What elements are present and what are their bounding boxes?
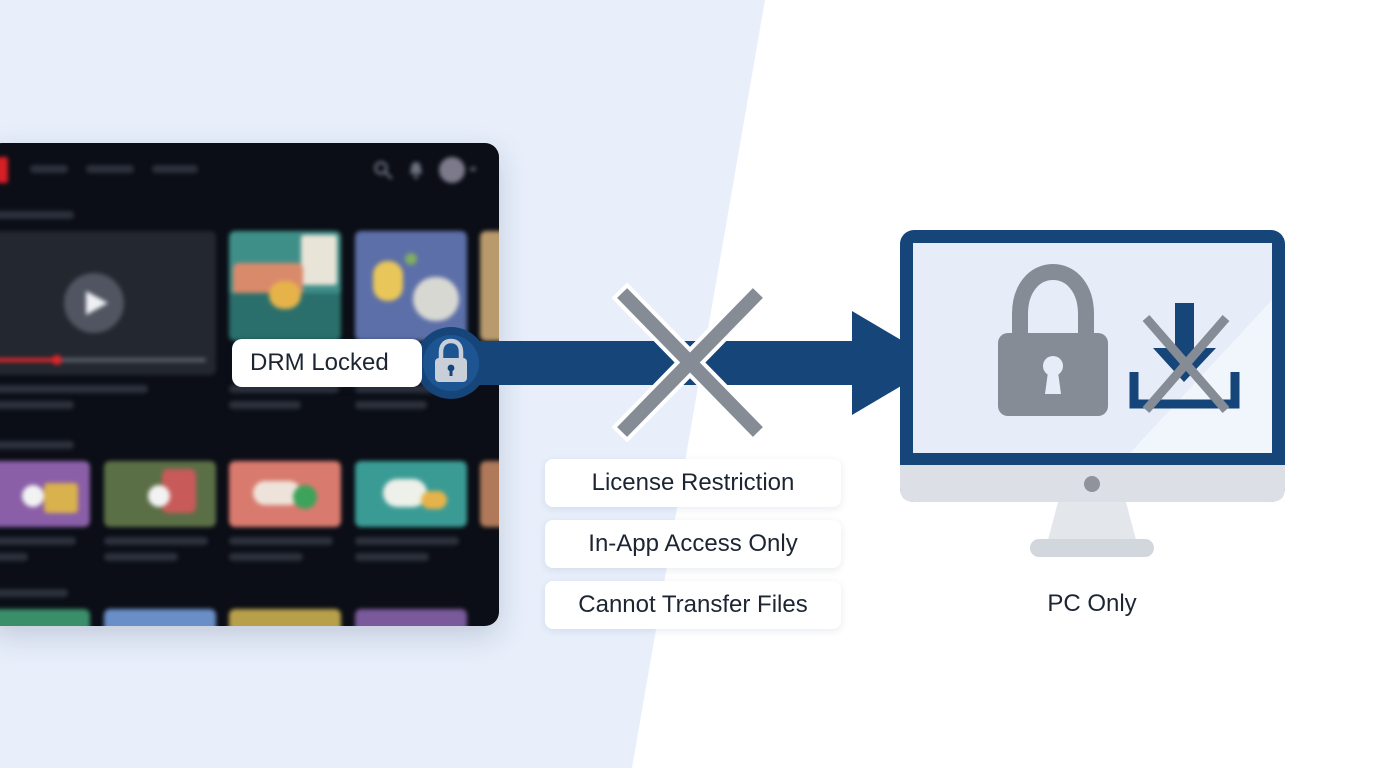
thumbnail [104,461,216,527]
restriction-text: In-App Access Only [588,530,798,557]
screen-lock-icon [998,263,1108,416]
avatar [439,157,465,183]
thumbnail [480,231,499,341]
caption-line [0,385,148,393]
blocked-download-icon [1129,303,1240,413]
brand-logo [0,157,8,183]
thumbnail [229,461,341,527]
caption-line [229,401,301,409]
caption-line [0,401,74,409]
nav-link [30,165,68,173]
padlock-icon [415,327,487,399]
drm-locked-label: DRM Locked [232,339,422,387]
row-title [0,211,74,219]
play-triangle [86,291,108,315]
nav-link [152,165,198,173]
thumbnail [480,461,499,527]
drm-locked-text: DRM Locked [250,349,389,376]
caption-line [0,553,28,561]
arrow-right-icon [852,311,940,415]
blocked-cross-icon [611,282,769,443]
caption-line [355,401,427,409]
restriction-label: License Restriction [545,459,841,507]
thumbnail [229,231,341,341]
restriction-text: Cannot Transfer Files [578,591,808,618]
caption-line [355,385,465,393]
caption-line [355,537,459,545]
thumbnail [229,609,341,626]
caption-line [229,385,339,393]
thumbnail [0,461,90,527]
caption-line [229,537,333,545]
arrow-shaft [452,341,857,385]
thumbnail [355,609,467,626]
restriction-text: License Restriction [591,469,795,496]
restriction-label: In-App Access Only [545,520,841,568]
thumbnail [355,231,467,341]
row-title [0,589,68,597]
chevron-down-icon [470,167,476,171]
thumbnail [355,461,467,527]
progress-knob [52,355,62,365]
caption-line [229,553,303,561]
caption-line [0,537,76,545]
progress-track [0,358,206,362]
caption-line [104,537,208,545]
bell-icon [410,162,422,179]
nav-link [86,165,134,173]
search-icon [374,161,393,180]
progress-fill [0,358,56,362]
device-caption: PC Only [1047,590,1137,617]
thumbnail [0,609,90,626]
caption-line [355,553,429,561]
thumbnail [104,609,216,626]
restriction-label: Cannot Transfer Files [545,581,841,629]
row-title [0,441,74,449]
caption-line [104,553,178,561]
